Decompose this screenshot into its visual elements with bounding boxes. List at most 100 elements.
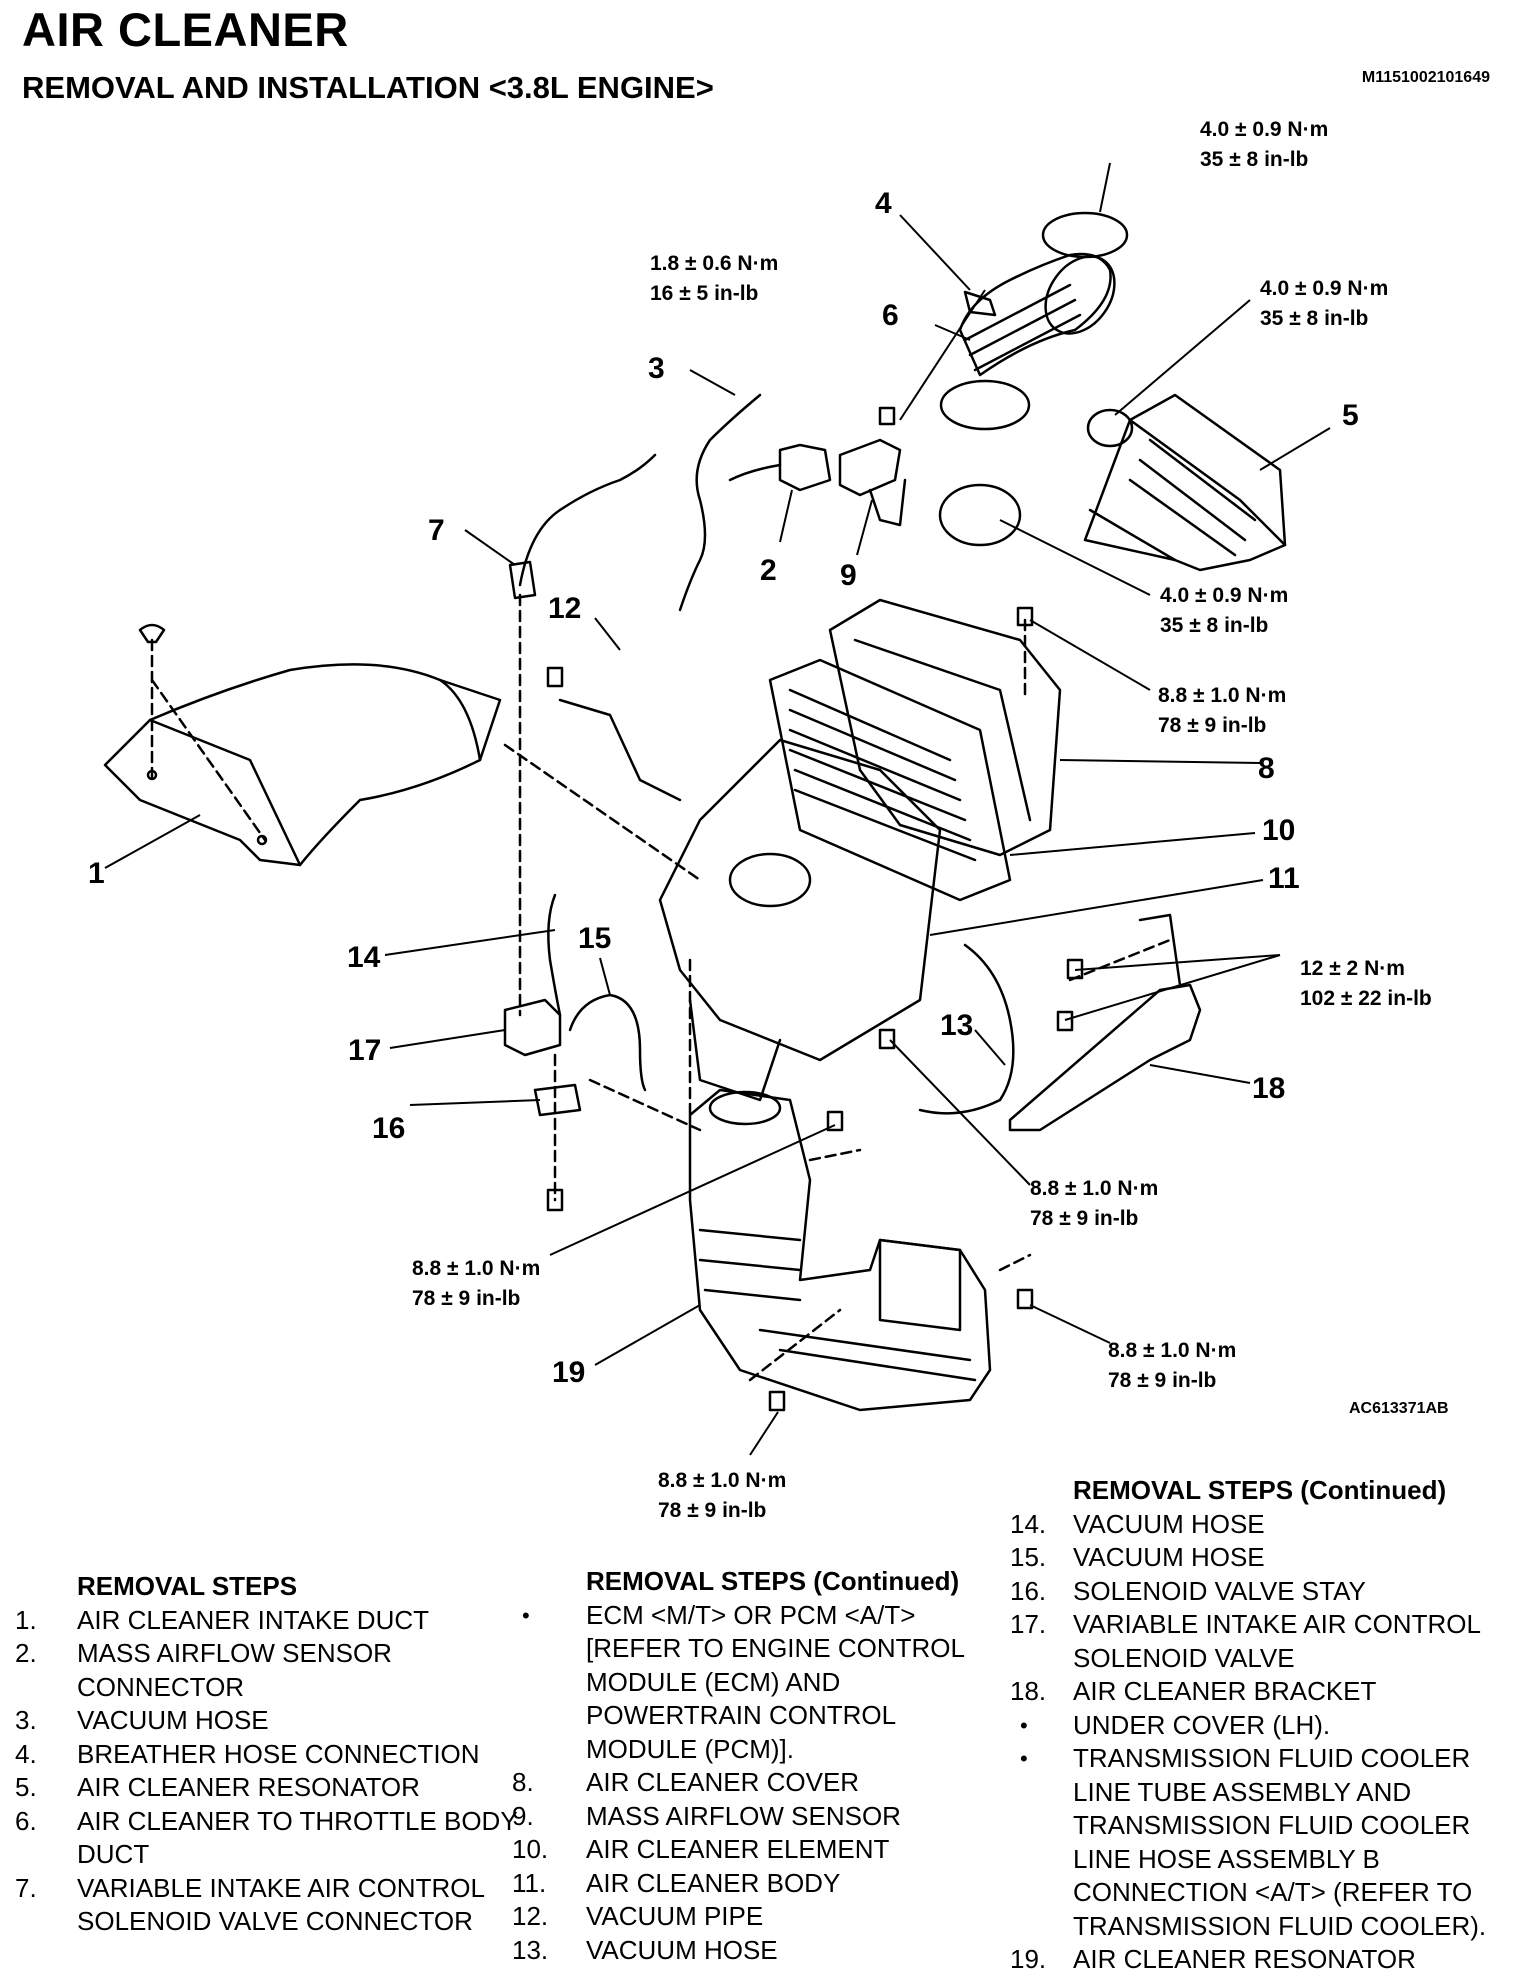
step-item: 5. AIR CLEANER RESONATOR (15, 1771, 525, 1805)
step-text: BREATHER HOSE CONNECTION (77, 1738, 480, 1769)
step-number: 3. (15, 1705, 37, 1735)
step-text: VACUUM HOSE (586, 1934, 778, 1965)
torque-label-5-inlb: 78 ± 9 in-lb (1158, 714, 1266, 737)
lower-resonator-part (688, 1088, 992, 1412)
callout-17: 17 (348, 1034, 381, 1067)
step-number: 4. (15, 1738, 37, 1769)
vacuum-hose-3 (678, 393, 762, 612)
step-bullet: • (1020, 1746, 1028, 1771)
step-number: 16. (1010, 1575, 1047, 1606)
mass-airflow-sensor-part (838, 438, 907, 527)
page-subtitle: REMOVAL AND INSTALLATION <3.8L ENGINE> (22, 70, 714, 105)
step-item: •ECM <M/T> OR PCM <A/T> [REFER TO ENGINE… (512, 1599, 1007, 1767)
step-text: AIR CLEANER INTAKE DUCT (77, 1604, 430, 1635)
step-text: MASS AIRFLOW SENSOR (586, 1800, 901, 1831)
step-item: 11.AIR CLEANER BODY (512, 1867, 1007, 1901)
step-number: 7. (15, 1872, 37, 1903)
callout-13: 13 (940, 1009, 973, 1042)
step-text: AIR CLEANER COVER (586, 1767, 860, 1797)
step-bullet: • (522, 1602, 530, 1628)
step-item: 15. VACUUM HOSE (1010, 1541, 1530, 1575)
torque-label-1-nm: 4.0 ± 0.9 N·m (1200, 118, 1328, 141)
step-item: 12. VACUUM PIPE (512, 1900, 1007, 1934)
torque-label-8-nm: 8.8 ± 1.0 N·m (412, 1257, 540, 1280)
throttle-body-duct-part (939, 252, 1116, 431)
callout-16: 16 (372, 1112, 405, 1145)
step-item: 1. AIR CLEANER INTAKE DUCT (15, 1604, 525, 1638)
callout-12: 12 (548, 592, 581, 625)
torque-label-9-nm: 8.8 ± 1.0 N·m (1108, 1339, 1236, 1362)
callout-11: 11 (1268, 862, 1300, 895)
vacuum-hose-15 (568, 993, 647, 1092)
callout-10: 10 (1262, 814, 1295, 847)
step-item: 13.VACUUM HOSE (512, 1934, 1007, 1968)
callout-19: 19 (552, 1356, 585, 1389)
step-text: VARIABLE INTAKE AIR CONTROL SOLENOID VAL… (1073, 1609, 1480, 1673)
callout-7: 7 (428, 514, 445, 547)
step-item: • TRANSMISSION FLUID COOLER LINE TUBE ASS… (1010, 1742, 1530, 1943)
removal-steps-heading: REMOVAL STEPS (77, 1571, 298, 1601)
mass-airflow-connector-part (728, 443, 832, 492)
step-number: 15. (1010, 1542, 1047, 1572)
step-number: 17. (1010, 1609, 1047, 1639)
step-number: 6. (15, 1805, 37, 1836)
torque-label-10-nm: 8.8 ± 1.0 N·m (658, 1469, 786, 1492)
step-bullet: • (1020, 1712, 1028, 1738)
torque-label-6-nm: 12 ± 2 N·m (1300, 957, 1405, 980)
step-number: 10. (512, 1834, 549, 1864)
removal-steps-continued-heading: REMOVAL STEPS (Continued) (1073, 1475, 1447, 1505)
torque-label-8-inlb: 78 ± 9 in-lb (412, 1287, 520, 1310)
solenoid-connector-harness (518, 453, 657, 587)
solenoid-valve-stay-part (533, 1083, 582, 1117)
step-item: 14.VACUUM HOSE (1010, 1508, 1530, 1542)
callout-15: 15 (578, 922, 611, 955)
callout-9: 9 (840, 559, 857, 592)
torque-label-2-nm: 1.8 ± 0.6 N·m (650, 252, 778, 275)
torque-label-7-inlb: 78 ± 9 in-lb (1030, 1207, 1138, 1230)
figure-id: AC613371AB (1349, 1400, 1449, 1417)
step-number: 11. (512, 1867, 547, 1898)
removal-steps-column-2: REMOVAL STEPS (Continued) •ECM <M/T> OR … (512, 1565, 1007, 1967)
vacuum-hose-14 (547, 893, 562, 1017)
page-title: AIR CLEANER (22, 3, 349, 56)
hose-clamp-right (1086, 408, 1134, 448)
step-number: 18. (1010, 1676, 1047, 1706)
exploded-view-diagram: 1 2 3 4 5 6 7 8 9 10 11 12 13 14 15 16 1… (88, 118, 1432, 1522)
step-number: 12. (512, 1901, 549, 1931)
callout-5: 5 (1342, 399, 1359, 432)
step-number: 2. (15, 1638, 37, 1668)
torque-label-9-inlb: 78 ± 9 in-lb (1108, 1369, 1216, 1392)
torque-label-3-nm: 4.0 ± 0.9 N·m (1260, 277, 1388, 300)
step-text: MASS AIRFLOW SENSOR CONNECTOR (77, 1638, 392, 1702)
callout-2: 2 (760, 554, 777, 587)
step-item: 16.SOLENOID VALVE STAY (1010, 1575, 1530, 1609)
torque-label-5-nm: 8.8 ± 1.0 N·m (1158, 684, 1286, 707)
air-cleaner-cover-part (828, 598, 1062, 857)
step-number: 5. (15, 1772, 37, 1802)
step-text: VACUUM HOSE (1073, 1542, 1265, 1572)
air-cleaner-intake-duct-part (103, 623, 502, 867)
torque-label-3-inlb: 35 ± 8 in-lb (1260, 307, 1368, 330)
step-text: TRANSMISSION FLUID COOLER LINE TUBE ASSE… (1073, 1743, 1487, 1941)
step-text: AIR CLEANER RESONATOR (1073, 1944, 1416, 1974)
torque-label-4-inlb: 35 ± 8 in-lb (1160, 614, 1268, 637)
air-cleaner-element-part (768, 658, 1012, 902)
callout-14: 14 (347, 941, 381, 974)
step-number: 14. (1010, 1508, 1047, 1539)
step-number: 1. (15, 1604, 37, 1635)
step-item: 17. VARIABLE INTAKE AIR CONTROL SOLENOID … (1010, 1608, 1530, 1675)
step-item: 6.AIR CLEANER TO THROTTLE BODY DUCT (15, 1805, 525, 1872)
step-text: AIR CLEANER RESONATOR (77, 1772, 420, 1802)
step-item: •UNDER COVER (LH). (1010, 1709, 1530, 1743)
hose-clamp-top (1041, 211, 1129, 259)
breather-hose-part (963, 290, 997, 317)
vacuum-pipe-part (558, 698, 682, 802)
torque-label-7-nm: 8.8 ± 1.0 N·m (1030, 1177, 1158, 1200)
step-number: 9. (512, 1800, 534, 1831)
step-item: 9. MASS AIRFLOW SENSOR (512, 1800, 1007, 1834)
step-item: 2. MASS AIRFLOW SENSOR CONNECTOR (15, 1637, 525, 1704)
step-number: 8. (512, 1767, 534, 1797)
torque-label-4-nm: 4.0 ± 0.9 N·m (1160, 584, 1288, 607)
callout-8: 8 (1258, 752, 1275, 785)
step-text: VACUUM PIPE (586, 1901, 764, 1931)
